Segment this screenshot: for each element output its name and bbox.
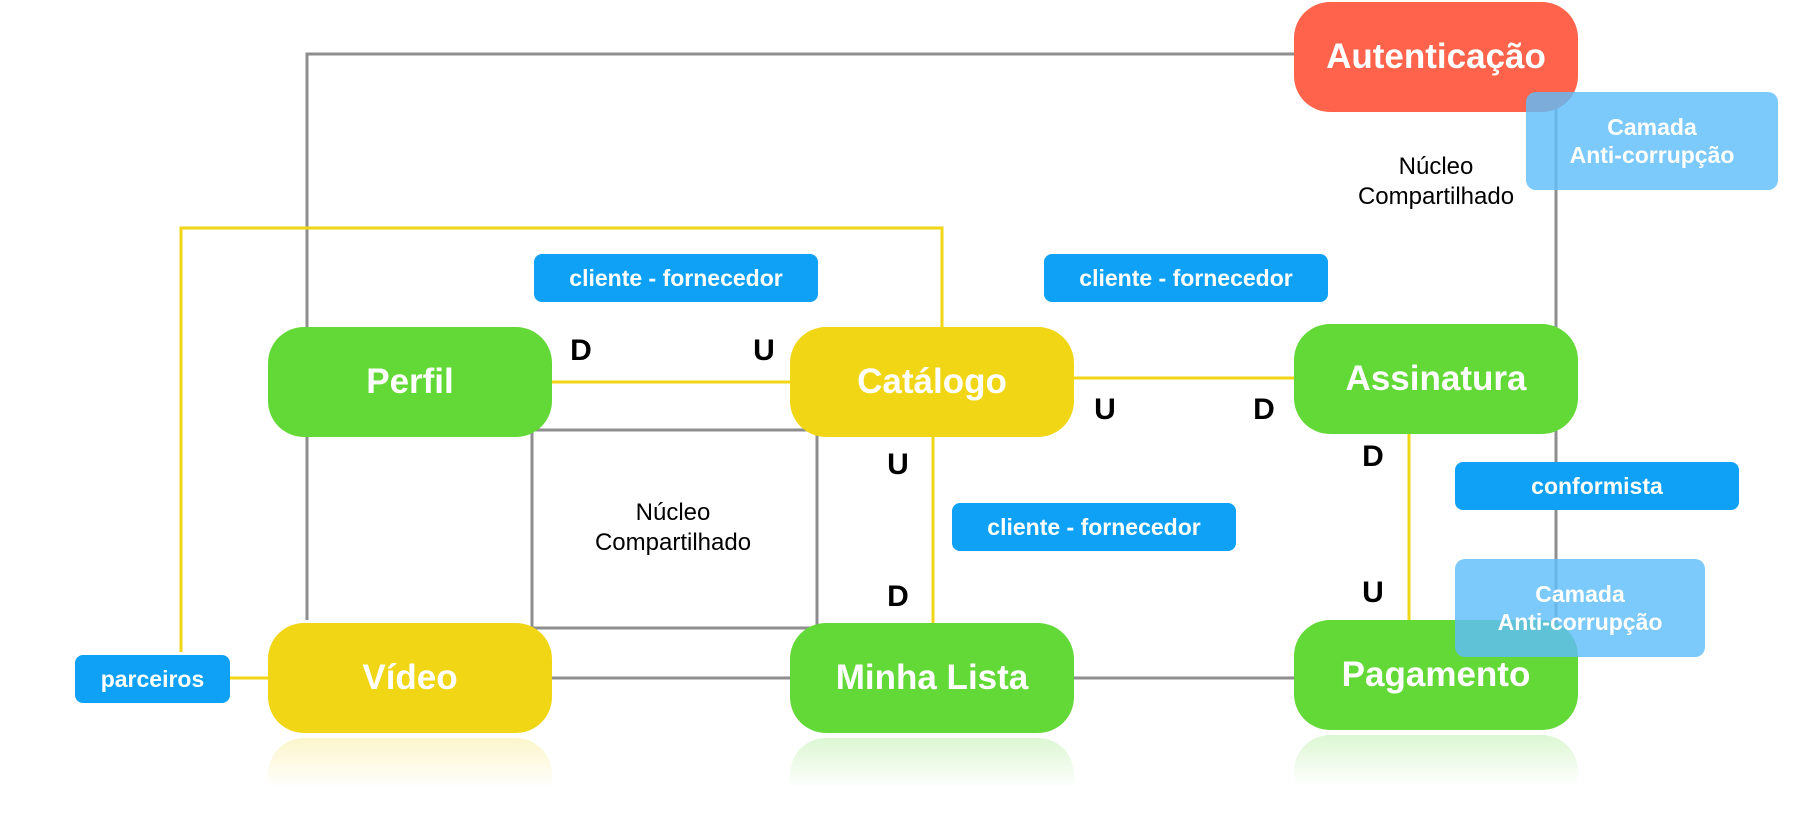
- tag-conformista: conformista: [1455, 462, 1739, 510]
- context-minha-lista[interactable]: Minha Lista: [790, 623, 1074, 733]
- marker-d-perfil: D: [570, 334, 592, 367]
- shared-kernel-box-center: [530, 428, 819, 630]
- marker-d-assinatura-bottom: D: [1362, 440, 1384, 473]
- tag-perfil-catalogo: cliente - fornecedor: [534, 254, 818, 302]
- marker-d-minha-lista: D: [887, 580, 909, 613]
- context-catalogo[interactable]: Catálogo: [790, 327, 1074, 437]
- marker-u-pagamento: U: [1362, 576, 1384, 609]
- tag-catalogo-minha-lista: cliente - fornecedor: [952, 503, 1236, 551]
- tag-catalogo-assinatura: cliente - fornecedor: [1044, 254, 1328, 302]
- context-video[interactable]: Vídeo: [268, 623, 552, 733]
- shared-kernel-note-top: Núcleo Compartilhado: [1357, 153, 1515, 210]
- marker-u-catalogo-left: U: [753, 334, 775, 367]
- context-assinatura[interactable]: Assinatura: [1294, 324, 1578, 434]
- anti-corruption-layer-autenticacao: Camada Anti-corrupção: [1526, 92, 1778, 190]
- marker-u-catalogo-right: U: [1094, 393, 1116, 426]
- gray-line-perfil-autenticacao: [305, 52, 1300, 330]
- shared-kernel-note-center: Núcleo Compartilhado: [594, 499, 752, 556]
- context-perfil[interactable]: Perfil: [268, 327, 552, 437]
- marker-d-assinatura: D: [1253, 393, 1275, 426]
- reflection-video: [268, 738, 552, 788]
- marker-u-catalogo-bottom: U: [887, 448, 909, 481]
- reflection-minha-lista: [790, 738, 1074, 788]
- context-autenticacao[interactable]: Autenticação: [1294, 2, 1578, 112]
- yellow-line-video-catalogo: [179, 226, 944, 652]
- tag-parceiros: parceiros: [75, 655, 230, 703]
- reflection-pagamento: [1294, 735, 1578, 785]
- anti-corruption-layer-pagamento: Camada Anti-corrupção: [1455, 559, 1705, 657]
